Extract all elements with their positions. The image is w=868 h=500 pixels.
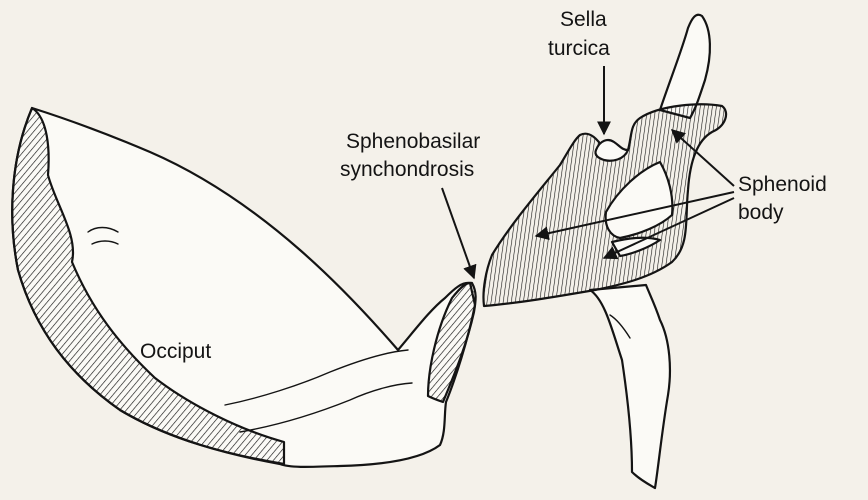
label-occiput: Occiput [140,340,211,363]
label-sphenobasilar-line1: Sphenobasilar [346,130,480,153]
label-sphenoid-body: Sphenoid body [738,173,827,224]
label-sella-turcica-line1: Sella [560,8,607,31]
dorsum-sellae [660,15,710,118]
label-sphenobasilar-line2: synchondrosis [340,158,474,181]
label-sphenoid-body-line1: Sphenoid [738,173,827,196]
label-sphenobasilar: Sphenobasilar synchondrosis [340,130,480,181]
pterygoid-process [590,285,670,488]
arrow-sphenobasilar [442,188,474,278]
sphenoid-body-hatched [483,104,726,306]
sella-turcica-notch [595,140,628,161]
label-sella-turcica-line2: turcica [548,37,610,60]
label-sella-turcica: Sella turcica [548,8,610,60]
label-sphenoid-body-line2: body [738,201,784,224]
